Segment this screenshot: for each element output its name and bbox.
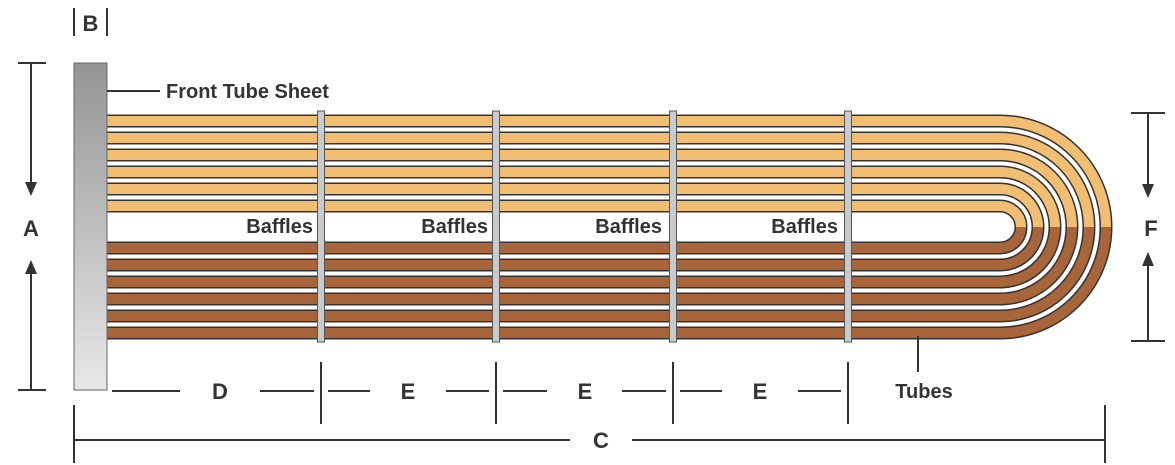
label-e-1: E [401, 379, 416, 404]
tubes-callout: Tubes [895, 336, 953, 403]
baffle-1 [317, 110, 325, 343]
baffle-4 [844, 110, 852, 343]
dimension-b: B [73, 8, 108, 36]
label-baffles-1: Baffles [246, 216, 313, 238]
dimension-f: F [1131, 112, 1165, 342]
front-tube-sheet [73, 62, 108, 391]
tube-lower-1 [100, 226, 1111, 338]
tube-lower-6 [100, 226, 1026, 253]
tube-upper-4 [100, 167, 1060, 228]
label-baffles-2: Baffles [421, 216, 488, 238]
label-e-3: E [753, 379, 768, 404]
tube-lower-2 [100, 226, 1094, 321]
front-tube-sheet-callout: Front Tube Sheet [107, 81, 329, 103]
dimension-a: A [18, 62, 46, 391]
tube-lower-3 [100, 226, 1077, 304]
label-d: D [212, 379, 228, 404]
label-e-2: E [578, 379, 593, 404]
label-c: C [593, 428, 609, 453]
tube-lower-5 [100, 226, 1043, 270]
baffles [317, 110, 852, 343]
tube-bundle [100, 114, 1113, 340]
label-tubes: Tubes [895, 381, 952, 403]
label-b: B [83, 11, 99, 36]
tube-upper-2 [100, 133, 1094, 228]
tube-upper-6 [100, 201, 1026, 228]
tube-lower-4 [100, 226, 1060, 287]
label-baffles-3: Baffles [595, 216, 662, 238]
label-a: A [23, 216, 39, 241]
label-baffles-4: Baffles [771, 216, 838, 238]
tube-upper-3 [100, 150, 1077, 228]
tube-outline-6 [100, 199, 1028, 255]
label-f: F [1144, 216, 1157, 241]
dimension-d-e: D E E E [112, 362, 849, 424]
tube-upper-1 [100, 116, 1111, 228]
dimension-c: C [73, 405, 1106, 463]
label-front-tube-sheet: Front Tube Sheet [166, 81, 329, 103]
baffle-2 [492, 110, 500, 343]
baffle-3 [669, 110, 677, 343]
tube-upper-5 [100, 184, 1043, 228]
